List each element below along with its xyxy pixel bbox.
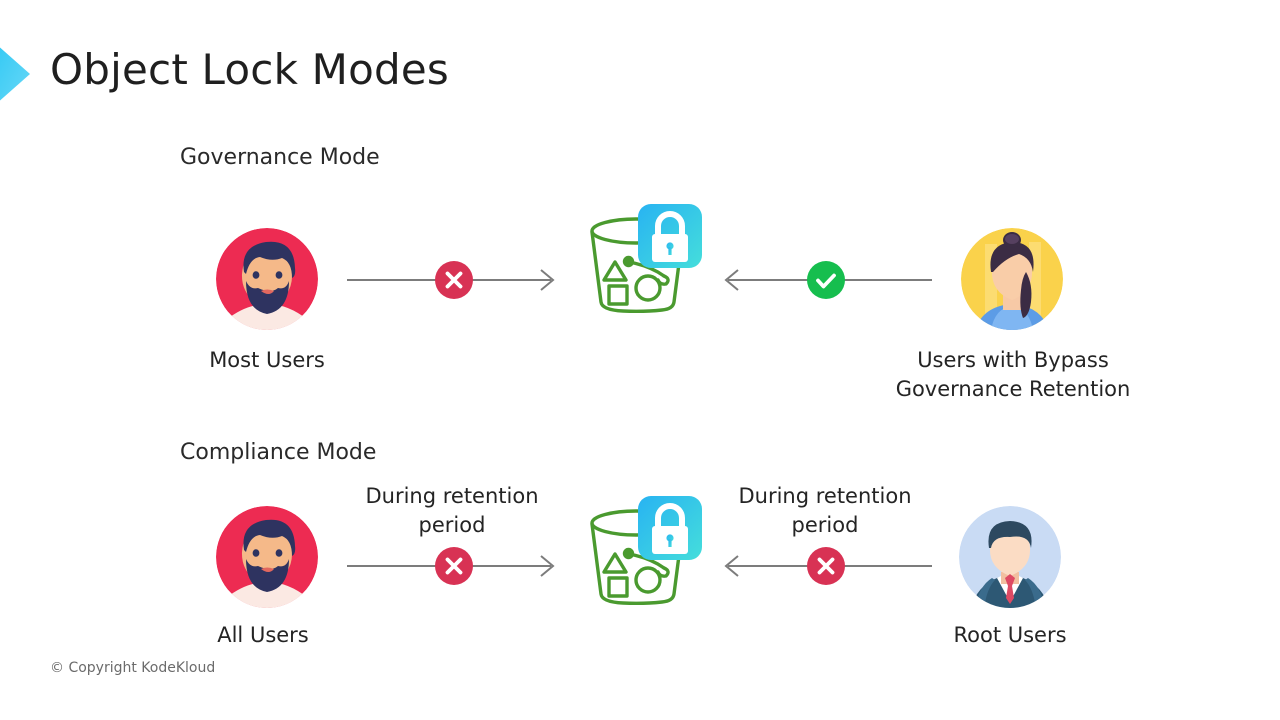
arrow-label-line-2: period bbox=[791, 513, 859, 537]
allow-badge-icon bbox=[807, 261, 845, 299]
chevron-right-icon bbox=[0, 47, 30, 101]
deny-badge-icon bbox=[435, 261, 473, 299]
caption-line-2: Governance Retention bbox=[895, 377, 1131, 401]
arrow-label-line-1: During retention bbox=[738, 484, 912, 508]
section-heading-governance: Governance Mode bbox=[180, 145, 380, 170]
deny-badge-icon bbox=[807, 547, 845, 585]
copyright-text: © Copyright KodeKloud bbox=[50, 660, 216, 676]
lock-icon bbox=[638, 204, 702, 268]
section-heading-compliance: Compliance Mode bbox=[180, 440, 377, 465]
avatar-root-users bbox=[959, 506, 1061, 608]
avatar-bypass-governance-user bbox=[961, 228, 1063, 330]
arrow-compliance-all-users-deny bbox=[345, 542, 563, 590]
arrow-label-line-1: During retention bbox=[365, 484, 539, 508]
arrow-governance-bypass-allow bbox=[718, 256, 934, 304]
caption-all-users: All Users bbox=[217, 623, 309, 647]
caption-root-users: Root Users bbox=[953, 623, 1067, 647]
arrow-label-compliance-right: During retention period bbox=[718, 482, 932, 540]
page-title: Object Lock Modes bbox=[50, 45, 449, 94]
s3-bucket-with-lock-governance bbox=[578, 196, 710, 328]
caption-line-1: Users with Bypass bbox=[917, 348, 1109, 372]
arrow-compliance-root-users-deny bbox=[718, 542, 934, 590]
deny-badge-icon bbox=[435, 547, 473, 585]
avatar-all-users bbox=[216, 506, 318, 608]
arrow-label-compliance-left: During retention period bbox=[345, 482, 559, 540]
lock-icon bbox=[638, 496, 702, 560]
arrow-governance-most-users-deny bbox=[345, 256, 563, 304]
arrow-label-line-2: period bbox=[418, 513, 486, 537]
caption-bypass-governance-user: Users with Bypass Governance Retention bbox=[863, 346, 1163, 404]
caption-most-users: Most Users bbox=[209, 348, 325, 372]
s3-bucket-with-lock-compliance bbox=[578, 488, 710, 620]
avatar-most-users bbox=[216, 228, 318, 330]
